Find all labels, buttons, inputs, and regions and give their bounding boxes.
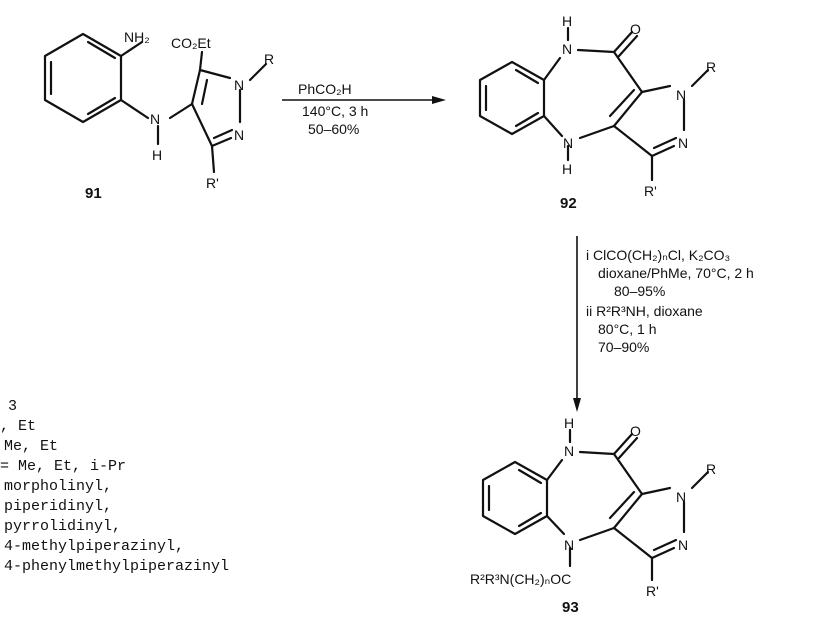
- n-top-label: N: [562, 41, 572, 57]
- h-bottom-label: H: [562, 161, 572, 177]
- compound-91: NH₂ CO₂Et N H N N R R' 91: [43, 29, 274, 202]
- legend-line-9: 4-phenylmethylpiperazinyl: [4, 558, 229, 575]
- h-top-label: H: [562, 13, 572, 29]
- compound-number-93: 93: [562, 599, 579, 616]
- legend-line-5: morpholinyl,: [4, 478, 112, 495]
- benzene-ring: [481, 460, 549, 536]
- n2-label: N: [678, 135, 688, 151]
- substituent-legend: 3 , Et Me, Et = Me, Et, i-Pr morpholinyl…: [0, 398, 229, 575]
- step2-line3: 80–95%: [614, 283, 665, 299]
- legend-line-1: 3: [8, 398, 17, 415]
- benzene-ring: [478, 60, 546, 136]
- step2-line6: 70–90%: [598, 339, 649, 355]
- step1-reagent: PhCO₂H: [298, 81, 352, 97]
- h-link-label: H: [152, 147, 162, 163]
- n1-label: N: [676, 489, 686, 505]
- n1-label: N: [234, 77, 244, 93]
- benzene-ring: [43, 32, 123, 124]
- o-label: O: [630, 21, 641, 37]
- r1-label: R': [206, 175, 219, 191]
- nh2-label: NH₂: [124, 29, 150, 45]
- co2et-label: CO₂Et: [171, 35, 211, 51]
- step1-yield: 50–60%: [308, 121, 359, 137]
- legend-line-2: , Et: [0, 418, 36, 435]
- n2-label: N: [678, 537, 688, 553]
- n2-label: N: [234, 127, 244, 143]
- r-label: R: [264, 51, 274, 67]
- step2-line4: ii R²R³NH, dioxane: [586, 303, 703, 319]
- r-label: R: [706, 59, 716, 75]
- n-link-label: N: [150, 111, 160, 127]
- r-label: R: [706, 461, 716, 477]
- side-chain-label: R²R³N(CH₂)ₙOC: [470, 571, 571, 587]
- n-bottom-label: N: [563, 135, 573, 151]
- legend-line-3: Me, Et: [4, 438, 58, 455]
- compound-92: H N O N H N N R R' 92: [478, 13, 716, 212]
- legend-line-7: pyrrolidinyl,: [4, 518, 121, 535]
- compound-93: H N O N N N R R' R²R³N(CH₂)ₙOC 93: [470, 415, 716, 616]
- n-top-label: N: [564, 443, 574, 459]
- step2-line5: 80°C, 1 h: [598, 321, 657, 337]
- h-top-label: H: [564, 415, 574, 431]
- n-bottom-label: N: [564, 537, 574, 553]
- n1-label: N: [676, 87, 686, 103]
- compound-number-92: 92: [560, 195, 577, 212]
- reaction-arrow-step2: i ClCO(CH₂)ₙCl, K₂CO₃ dioxane/PhMe, 70°C…: [573, 236, 754, 412]
- o-label: O: [630, 423, 641, 439]
- step2-line2: dioxane/PhMe, 70°C, 2 h: [598, 265, 754, 281]
- compound-number-91: 91: [85, 185, 102, 202]
- r1-label: R': [644, 183, 657, 199]
- legend-line-6: piperidinyl,: [4, 498, 112, 515]
- legend-line-8: 4-methylpiperazinyl,: [4, 538, 184, 555]
- reaction-arrow-step1: PhCO₂H 140°C, 3 h 50–60%: [282, 81, 446, 137]
- step1-conditions: 140°C, 3 h: [302, 103, 368, 119]
- step2-line1: i ClCO(CH₂)ₙCl, K₂CO₃: [586, 247, 730, 263]
- legend-line-4: = Me, Et, i-Pr: [0, 458, 126, 475]
- r1-label: R': [646, 583, 659, 599]
